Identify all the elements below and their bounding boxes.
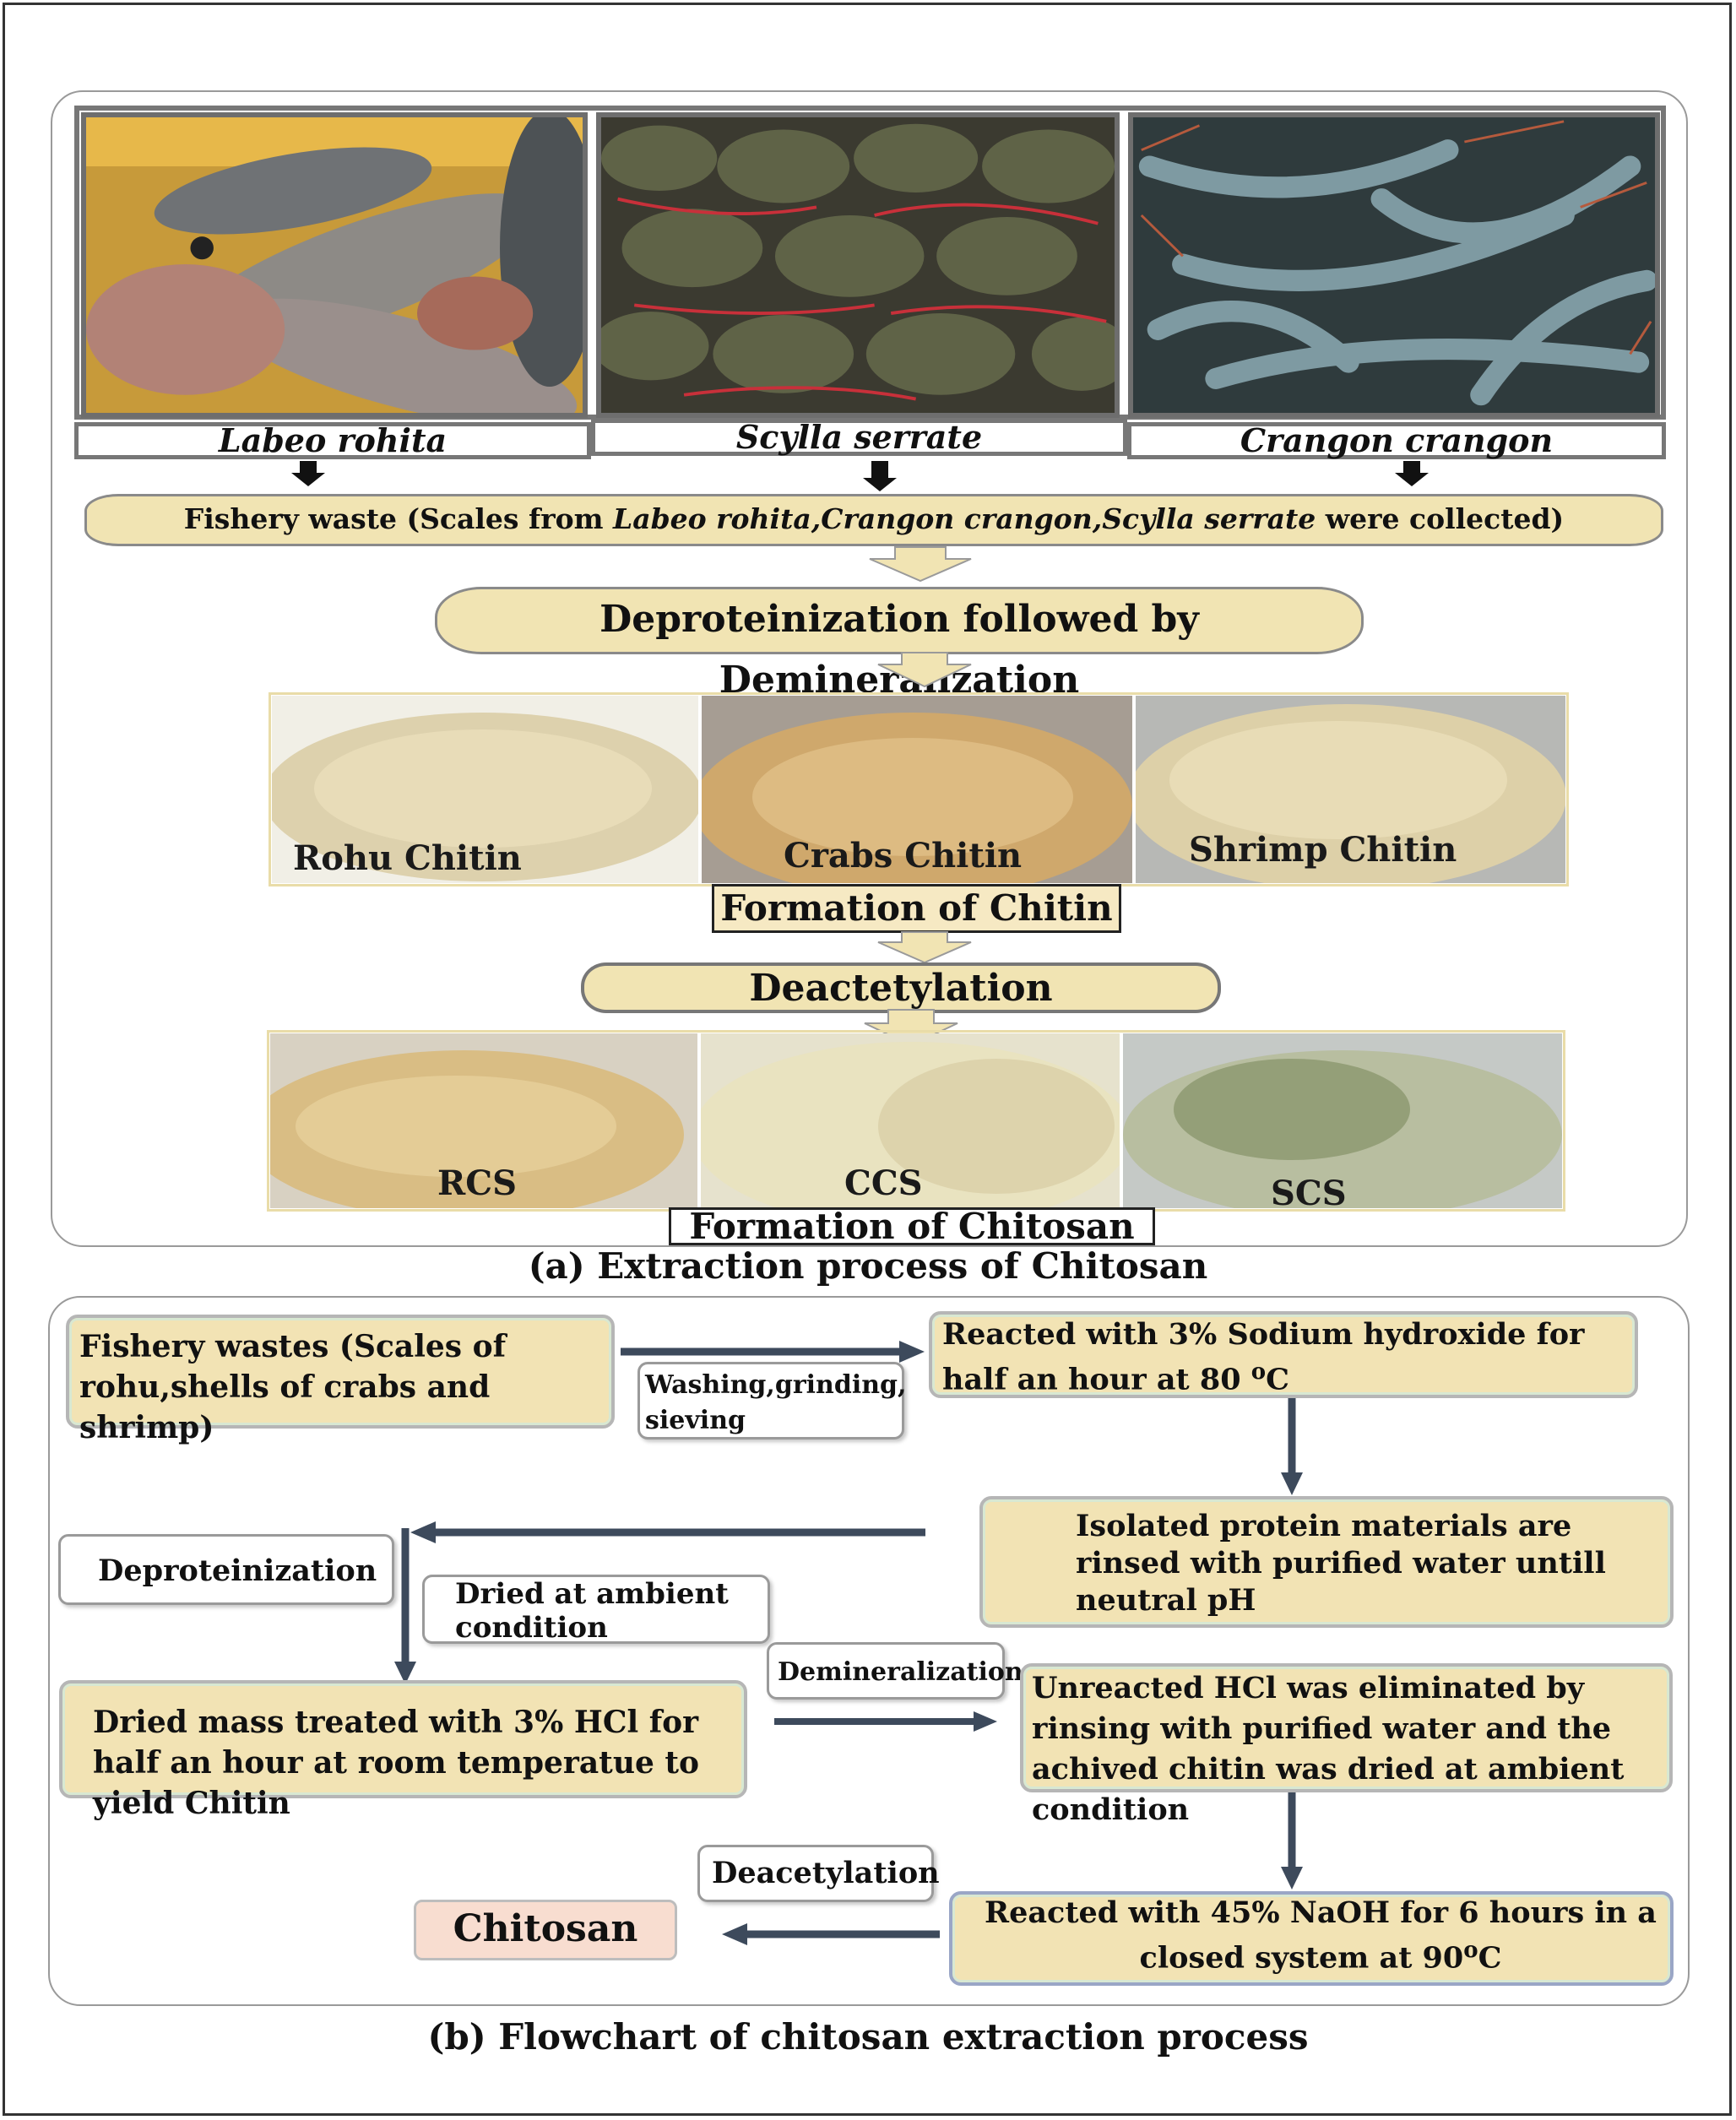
shrimp-chitin-photo bbox=[1136, 696, 1565, 883]
panel-b-caption: (b) Flowchart of chitosan extraction pro… bbox=[427, 2016, 1309, 2058]
formation-of-chitosan-label: Formation of Chitosan bbox=[669, 1207, 1155, 1245]
crangon-crangon-photo bbox=[1128, 112, 1660, 418]
crabs-chitin-label: Crabs Chitin bbox=[784, 836, 1023, 876]
rcs-photo bbox=[270, 1033, 697, 1208]
rohu-chitin-label: Rohu Chitin bbox=[293, 838, 522, 878]
washing-grinding-sieving-label: Washing,grinding, sieving bbox=[637, 1362, 906, 1440]
naoh-45-percent-box: Reacted with 45% NaOH for 6 hours in a c… bbox=[949, 1891, 1674, 1986]
left-arrow-icon bbox=[410, 1521, 925, 1543]
figure-frame bbox=[3, 3, 1732, 2116]
demineralization-label: Demineralization bbox=[767, 1642, 1023, 1700]
deproteinization-banner: Deproteinization followed by Demineraliz… bbox=[435, 587, 1364, 702]
block-arrow-icon bbox=[877, 652, 972, 688]
hcl-treatment-box: Dried mass treated with 3% HCl for half … bbox=[59, 1680, 747, 1821]
down-arrow-icon bbox=[291, 461, 325, 486]
shrimp-chitin-label: Shrimp Chitin bbox=[1189, 830, 1457, 870]
fishery-waste-banner: Fishery waste (Scales from Labeo rohita,… bbox=[84, 494, 1663, 546]
species-label-crangon-crangon: Crangon crangon bbox=[1127, 422, 1666, 459]
down-arrow-icon bbox=[394, 1528, 416, 1684]
unreacted-hcl-box: Unreacted HCl was eliminated by rinsing … bbox=[1020, 1663, 1673, 1827]
rohu-chitin-photo bbox=[272, 696, 698, 883]
deacetylation-banner: Deactetylation bbox=[581, 962, 1221, 1013]
right-arrow-icon bbox=[621, 1341, 925, 1363]
block-arrow-icon bbox=[877, 931, 972, 964]
isolated-protein-box: Isolated protein materials are rinsed wi… bbox=[979, 1496, 1674, 1628]
ccs-label: CCS bbox=[844, 1163, 923, 1203]
ccs-photo bbox=[701, 1033, 1120, 1208]
down-arrow-icon bbox=[1281, 1398, 1303, 1495]
deacetylation-label: Deacetylation bbox=[697, 1845, 940, 1902]
species-label-scylla-serrate: Scylla serrate bbox=[591, 419, 1127, 456]
rcs-label: RCS bbox=[437, 1163, 517, 1203]
scs-label: SCS bbox=[1271, 1174, 1347, 1213]
block-arrow-icon bbox=[869, 546, 972, 583]
scs-photo bbox=[1123, 1033, 1562, 1208]
left-arrow-icon bbox=[722, 1923, 940, 1945]
down-arrow-icon bbox=[863, 461, 897, 491]
crabs-chitin-photo bbox=[702, 696, 1132, 883]
deproteinization-label: Deproteinization bbox=[58, 1534, 394, 1605]
down-arrow-icon bbox=[1281, 1792, 1303, 1890]
species-label-labeo-rohita: Labeo rohita bbox=[74, 422, 591, 459]
dried-ambient-label: Dried at ambient condition bbox=[422, 1575, 770, 1645]
down-arrow-icon bbox=[1395, 461, 1429, 486]
formation-of-chitin-label: Formation of Chitin bbox=[712, 884, 1121, 933]
scylla-serrate-photo bbox=[596, 112, 1120, 418]
panel-a-caption: (a) Extraction process of Chitosan bbox=[528, 1245, 1208, 1287]
right-arrow-icon bbox=[774, 1711, 997, 1732]
naoh-3-percent-box: Reacted with 3% Sodium hydroxide for hal… bbox=[929, 1311, 1638, 1398]
fishery-wastes-box: Fishery wastes (Scales of rohu,shells of… bbox=[66, 1315, 615, 1445]
labeo-rohita-photo bbox=[81, 112, 588, 418]
chitosan-box: Chitosan bbox=[414, 1900, 677, 1960]
